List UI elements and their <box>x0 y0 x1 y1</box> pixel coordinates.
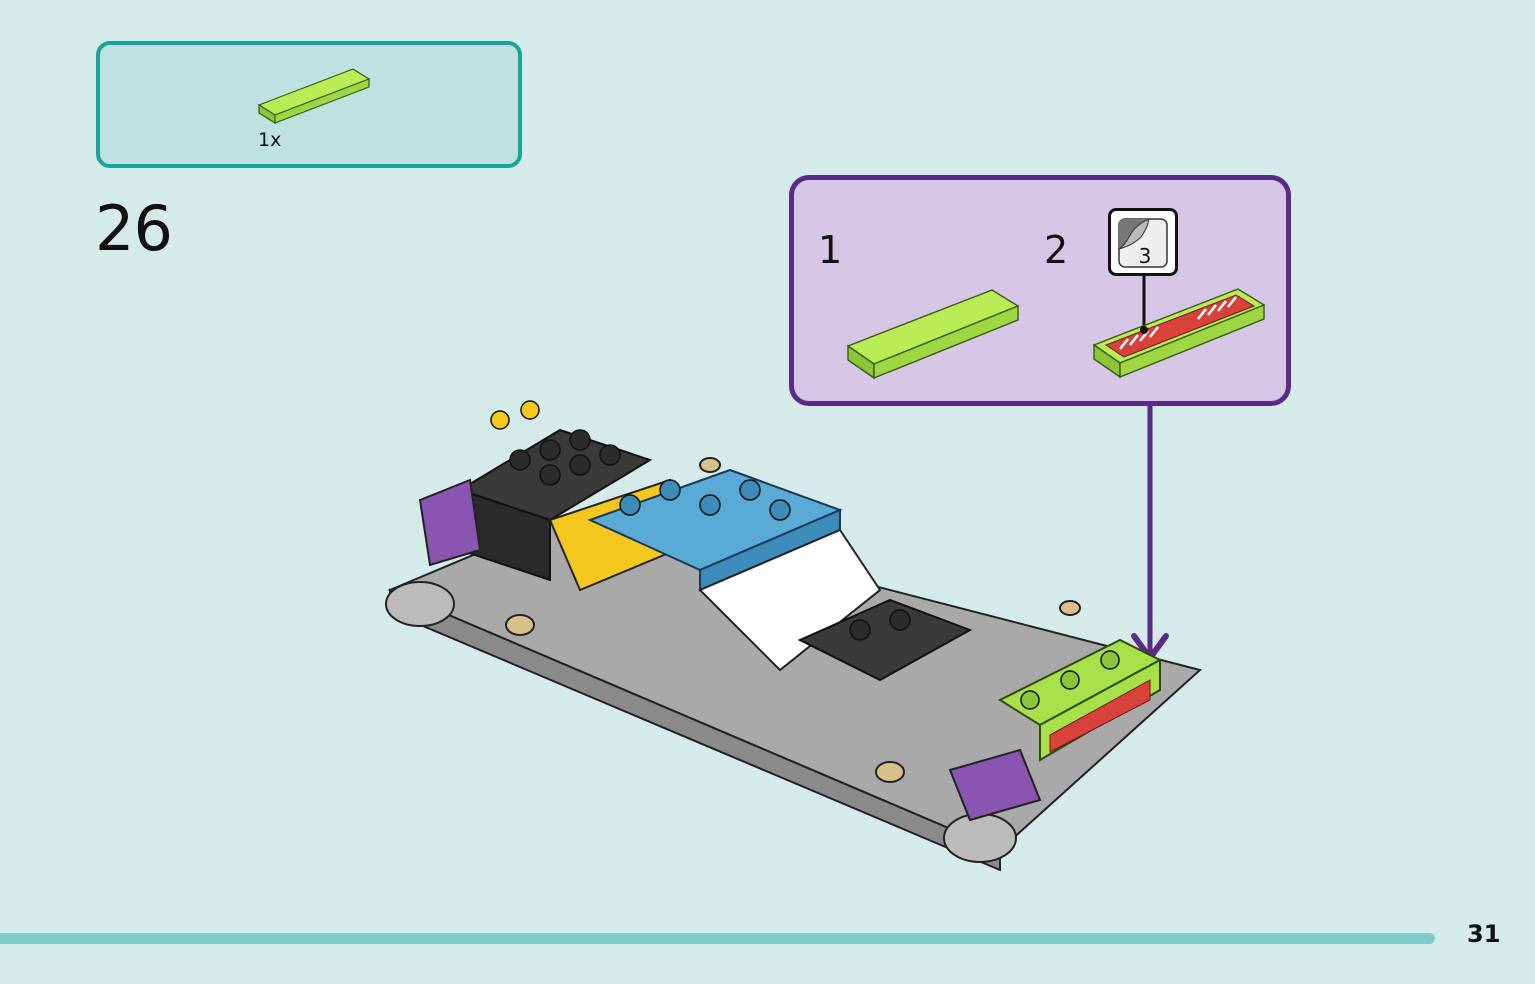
purple-corner-front <box>948 748 1042 822</box>
model-assembly-illustration <box>385 400 1203 872</box>
step-number: 26 <box>95 192 173 265</box>
dark-middle-plate <box>797 598 973 682</box>
purple-corner-rear <box>418 478 482 567</box>
parts-list-box: 1x <box>96 41 522 168</box>
sticker-badge: 3 <box>1108 208 1178 276</box>
sticker-peel-icon <box>1118 218 1168 268</box>
part-quantity: 1x <box>258 129 282 151</box>
substep-callout: 1 2 3 <box>789 175 1291 406</box>
lime-tile-1x4-icon <box>257 68 371 125</box>
lime-tile-with-sticker-icon <box>1092 275 1266 379</box>
page-number: 31 <box>1467 920 1501 948</box>
sticker-number: 3 <box>1138 244 1152 268</box>
substep-2-number: 2 <box>1044 228 1069 272</box>
white-windshield <box>698 528 882 672</box>
studs <box>490 400 1120 710</box>
substep-1-number: 1 <box>818 228 843 272</box>
axle-pins <box>505 457 1081 783</box>
page-progress-bar <box>0 933 1435 944</box>
lime-tile-1x4-icon <box>846 289 1020 380</box>
